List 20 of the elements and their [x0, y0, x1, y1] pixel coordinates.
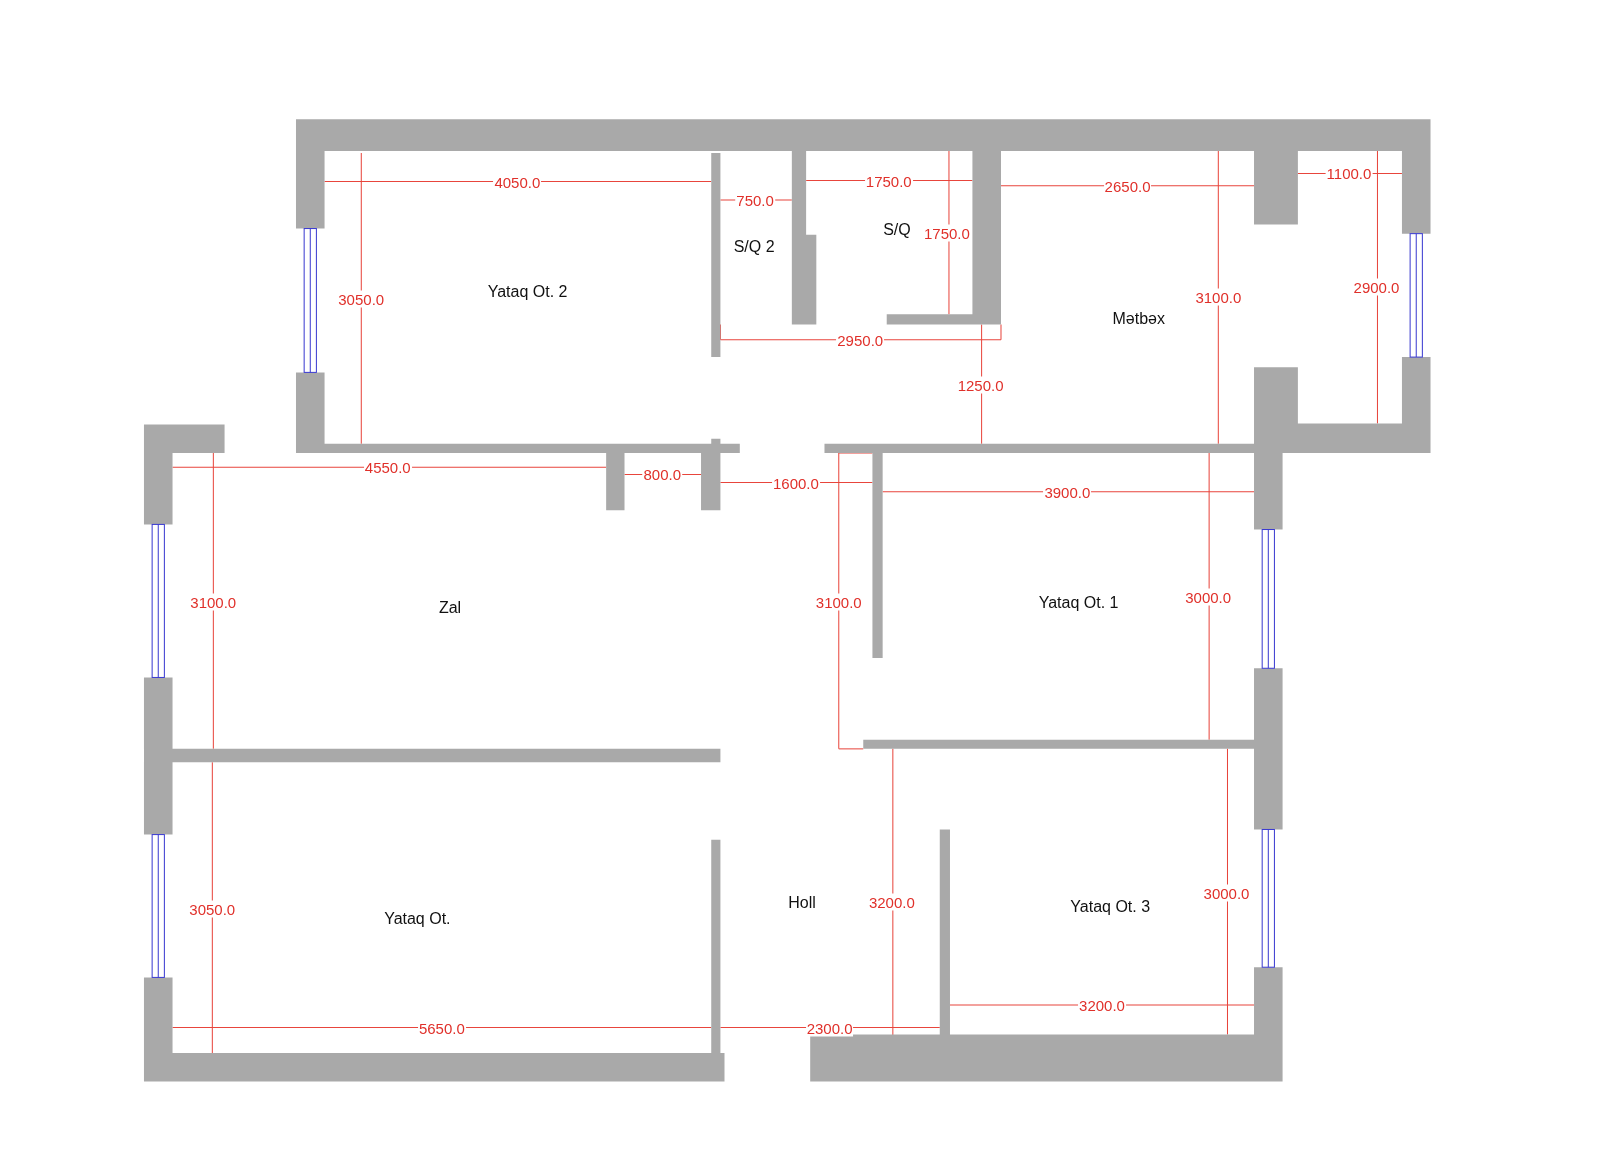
room-label: Yataq Ot.	[384, 909, 451, 927]
dimension-label: 3100.0	[189, 593, 238, 611]
dimension-label: 3000.0	[1184, 588, 1233, 606]
dimension-label: 3050.0	[188, 900, 237, 918]
dimension-label: 3100.0	[814, 593, 863, 611]
room-label: Yataq Ot. 3	[1070, 897, 1151, 915]
dimension-label: 3100.0	[1194, 288, 1243, 306]
dimension-label: 3200.0	[867, 893, 916, 911]
room-label: Zal	[438, 598, 462, 616]
dimension-label: 3000.0	[1202, 884, 1251, 902]
dimension-label: 1250.0	[956, 376, 1005, 394]
dimension-label: 3050.0	[337, 290, 386, 308]
dimension-label: 2900.0	[1352, 278, 1401, 296]
room-label: Yataq Ot. 2	[487, 282, 568, 300]
dimension-label: 1750.0	[923, 224, 971, 242]
room-label: S/Q	[883, 220, 911, 238]
room-label: Yataq Ot. 1	[1038, 593, 1119, 611]
room-label: Holl	[788, 893, 816, 911]
room-label: S/Q 2	[733, 237, 775, 255]
room-label: Mətbəx	[1112, 309, 1165, 327]
